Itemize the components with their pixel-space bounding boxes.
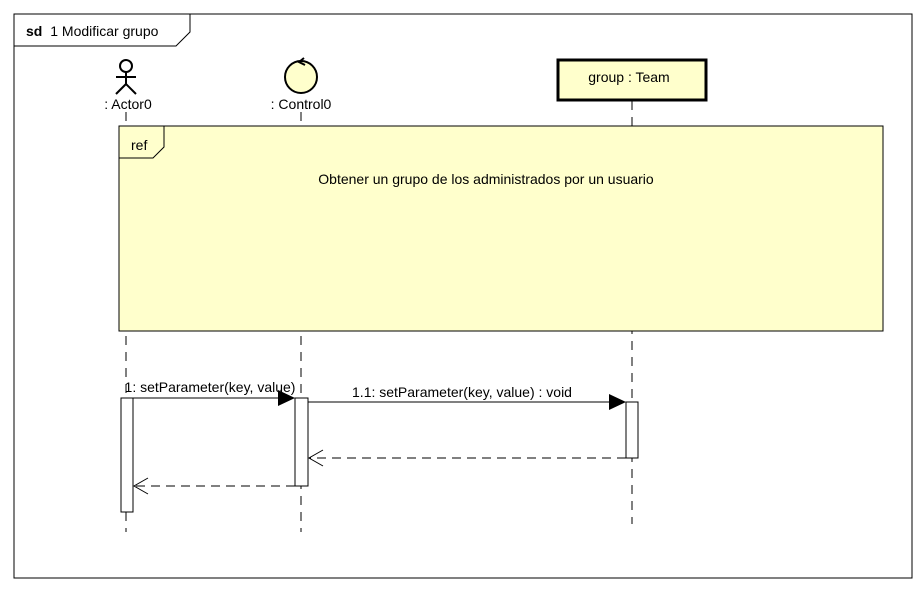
control-icon (284, 57, 318, 94)
object-box-group-team (556, 58, 708, 102)
sd-title: 1 Modificar grupo (50, 23, 158, 39)
ref-fragment-tab (119, 126, 165, 159)
ref-fragment (118, 125, 884, 332)
ref-keyword: ref (131, 137, 147, 153)
return-arrowhead-2 (132, 477, 149, 495)
activation-actor0 (120, 397, 134, 513)
activation-group-team (625, 401, 639, 459)
sd-keyword: sd (26, 23, 42, 39)
lifeline-label-control0: : Control0 (271, 96, 332, 112)
message-arrowhead-1 (278, 390, 295, 406)
return-arrowhead-1 (307, 449, 324, 467)
message-label-1: 1: setParameter(key, value) (125, 379, 296, 395)
sd-frame-title: sd 1 Modificar grupo (26, 23, 159, 39)
message-arrowhead-1-1 (609, 394, 626, 410)
sd-frame-tab (14, 14, 191, 47)
lifeline-label-actor0: : Actor0 (104, 96, 152, 112)
ref-text: Obtener un grupo de los administrados po… (318, 171, 654, 187)
actor-icon (115, 59, 137, 95)
message-label-1-1: 1.1: setParameter(key, value) : void (352, 384, 572, 400)
lifeline-label-group-team: group : Team (588, 69, 669, 85)
activation-control0 (294, 397, 309, 487)
